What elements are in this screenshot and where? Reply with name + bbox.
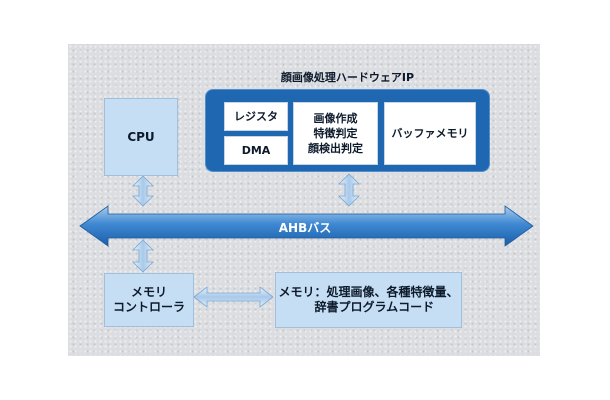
- memory-labels: メモリ：処理画像、各種特徴量、 辞書プログラムコード: [278, 285, 458, 315]
- dma-label: DMA: [241, 144, 271, 157]
- memory-controller-labels: メモリ コントローラ: [113, 285, 185, 315]
- bus-memctrl-connector-arrow: [132, 239, 154, 273]
- processing-box: 画像作成 特徴判定 顔検出判定: [293, 102, 378, 165]
- memory-controller-label-line-1: メモリ: [130, 285, 167, 299]
- cpu-bus-connector-arrow: [132, 175, 154, 207]
- register-box: レジスタ: [224, 102, 288, 131]
- register-label: レジスタ: [234, 110, 278, 123]
- ahb-bus-arrow: [79, 205, 534, 247]
- processing-label-face-detection: 顔検出判定: [308, 142, 363, 155]
- ahb-bus-label: AHBバス: [278, 221, 332, 235]
- ip-block-title: 顔画像処理ハードウェアIP: [280, 71, 415, 84]
- memory-controller-box: メモリ コントローラ: [104, 273, 194, 327]
- memory-controller-label-line-2: コントローラ: [112, 300, 185, 314]
- memory-box: メモリ：処理画像、各種特徴量、 辞書プログラムコード: [275, 272, 462, 328]
- buffer-memory-label: バッファメモリ: [391, 127, 469, 140]
- buffer-memory-box: バッファメモリ: [384, 102, 476, 165]
- processing-labels: 画像作成 特徴判定 顔検出判定: [308, 111, 363, 156]
- dma-box: DMA: [224, 136, 288, 165]
- memory-label-line-1: メモリ：処理画像、各種特徴量、: [278, 285, 459, 299]
- memory-label-line-2: 辞書プログラムコード: [314, 300, 435, 314]
- processing-label-image-creation: 画像作成: [313, 112, 358, 125]
- cpu-label: CPU: [127, 129, 155, 144]
- processing-label-feature-judgement: 特徴判定: [313, 127, 358, 140]
- memctrl-memory-connector-arrow: [193, 286, 274, 308]
- ip-bus-connector-arrow: [338, 173, 360, 207]
- cpu-box: CPU: [104, 98, 178, 176]
